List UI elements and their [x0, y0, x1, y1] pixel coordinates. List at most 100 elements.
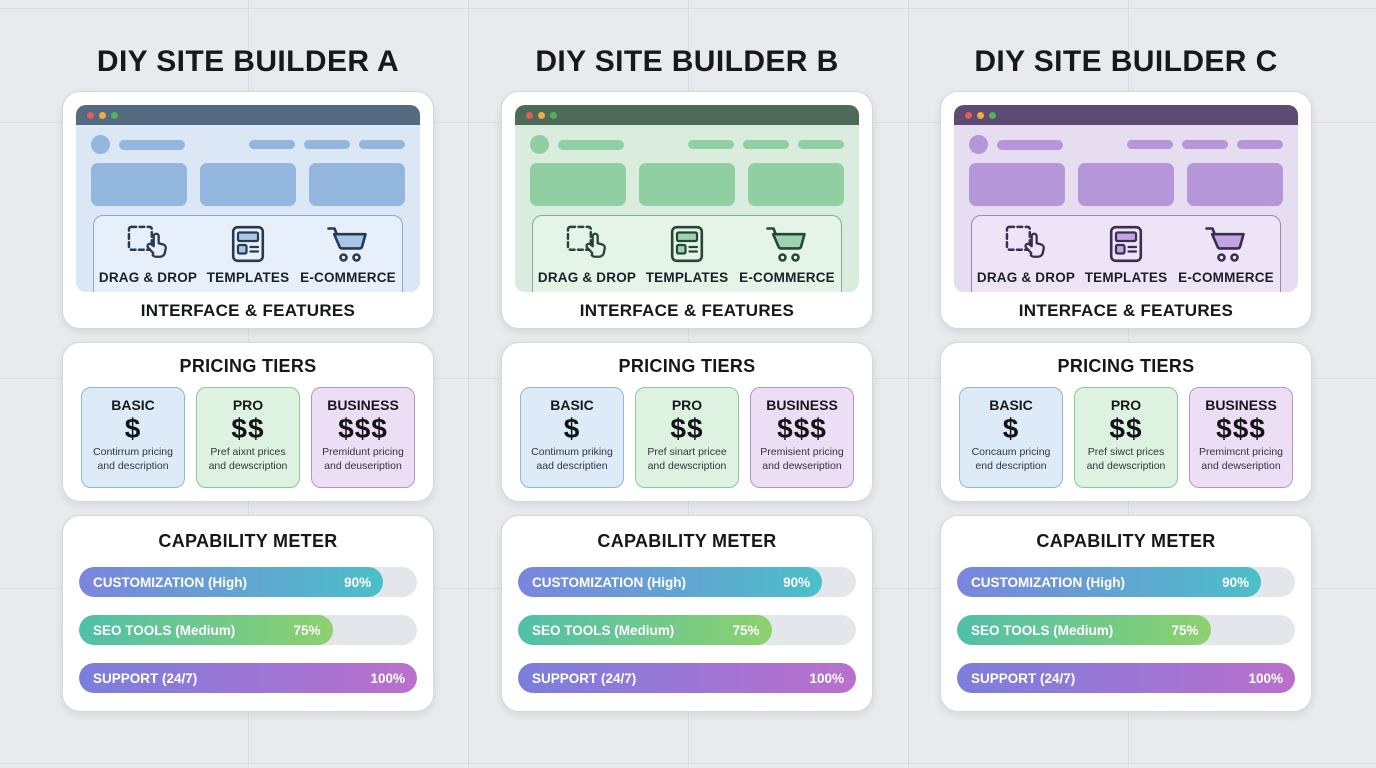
ecommerce-cart-icon — [1205, 227, 1245, 262]
browser-content: DRAG & DROP TEMPLATES — [515, 125, 859, 292]
tier-description: Pref siwct prices and dewscription — [1086, 446, 1166, 473]
capability-card: CAPABILITY METER CUSTOMIZATION (High) 90… — [940, 515, 1312, 712]
meter-fill: SEO TOOLS (Medium) 75% — [957, 615, 1211, 645]
interface-caption: INTERFACE & FEATURES — [140, 301, 356, 320]
feature-item-ecommerce: E-COMMERCE — [298, 224, 398, 292]
meter-label: CUSTOMIZATION (High) — [532, 574, 686, 590]
nav-pill — [743, 140, 789, 149]
meter-fill: SUPPORT (24/7) 100% — [79, 663, 417, 693]
tier-price: $ — [563, 413, 581, 444]
pricing-tier-basic: BASIC $ Contirrum pricing and descriptio… — [81, 387, 185, 488]
feature-label: DRAG & DROP — [537, 270, 637, 285]
meter-percent: 100% — [370, 670, 405, 686]
content-blocks — [530, 163, 844, 206]
feature-item-templates: TEMPLATES — [198, 224, 298, 292]
capability-bar-support: SUPPORT (24/7) 100% — [957, 663, 1295, 693]
tier-price: $$$ — [777, 413, 827, 444]
tier-name: BASIC — [989, 397, 1033, 413]
nav-pill — [1127, 140, 1173, 149]
builder-title: DIY SITE BUILDER B — [535, 45, 839, 78]
meter-percent: 90% — [1222, 574, 1250, 590]
capability-title: CAPABILITY METER — [1036, 531, 1216, 551]
pricing-card: PRICING TIERS BASIC $ Concaum pricing en… — [940, 342, 1312, 502]
pricing-card: PRICING TIERS BASIC $ Contimum priking a… — [501, 342, 873, 502]
tier-price: $ — [1002, 413, 1020, 444]
capability-card: CAPABILITY METER CUSTOMIZATION (High) 90… — [501, 515, 873, 712]
content-block-placeholder — [748, 163, 844, 206]
feature-label: E-COMMERCE — [1178, 270, 1274, 285]
meter-percent: 100% — [809, 670, 844, 686]
builder-comparison: DIY SITE BUILDER A — [62, 0, 1312, 725]
tier-name: PRO — [232, 397, 264, 413]
content-block-placeholder — [309, 163, 405, 206]
tier-name: PRO — [1110, 397, 1142, 413]
capability-card: CAPABILITY METER CUSTOMIZATION (High) 90… — [62, 515, 434, 712]
meter-label: SEO TOOLS (Medium) — [93, 622, 236, 638]
capability-title: CAPABILITY METER — [158, 531, 338, 551]
feature-item-drag-drop: DRAG & DROP — [98, 224, 198, 292]
feature-label: E-COMMERCE — [739, 270, 835, 285]
nav-pill — [798, 140, 844, 149]
pricing-tier-pro: PRO $$ Pref sinart pricee and dewscripti… — [635, 387, 739, 488]
tier-name: BASIC — [550, 397, 594, 413]
window-dot-yellow-icon — [538, 111, 545, 119]
meter-label: SUPPORT (24/7) — [93, 670, 198, 686]
feature-item-templates: TEMPLATES — [1076, 224, 1176, 292]
templates-icon — [231, 225, 265, 263]
tier-description: Concaum pricing end description — [971, 446, 1051, 473]
window-dot-yellow-icon — [977, 111, 984, 119]
capability-bar-customization: CUSTOMIZATION (High) 90% — [957, 567, 1295, 597]
tier-price: $$ — [1109, 413, 1143, 444]
browser-content: DRAG & DROP TEMPLATES — [954, 125, 1298, 292]
browser-nav — [91, 135, 405, 154]
avatar-placeholder — [530, 135, 549, 154]
tier-price: $$$ — [338, 413, 388, 444]
content-block-placeholder — [639, 163, 735, 206]
feature-label: TEMPLATES — [206, 270, 290, 285]
meter-label: SUPPORT (24/7) — [532, 670, 637, 686]
pricing-tiers: BASIC $ Concaum pricing end description … — [941, 387, 1311, 488]
interface-caption: INTERFACE & FEATURES — [579, 301, 795, 320]
tier-name: BUSINESS — [327, 397, 399, 413]
capability-bar-seo-tools: SEO TOOLS (Medium) 75% — [79, 615, 417, 645]
meter-fill: CUSTOMIZATION (High) 90% — [79, 567, 384, 597]
interface-card: DRAG & DROP TEMPLATES — [501, 91, 873, 329]
tier-description: Premisient pricing and dewseription — [760, 446, 844, 473]
tier-name: BASIC — [111, 397, 155, 413]
content-block-placeholder — [530, 163, 626, 206]
pricing-tier-business: BUSINESS $$$ Premidunt pricing and deuse… — [311, 387, 415, 488]
meter-percent: 90% — [783, 574, 811, 590]
meter-fill: SUPPORT (24/7) 100% — [957, 663, 1295, 693]
tier-price: $$ — [231, 413, 265, 444]
window-dot-green-icon — [989, 111, 996, 119]
templates-icon — [1109, 225, 1143, 263]
nav-pill — [1182, 140, 1228, 149]
feature-label: TEMPLATES — [1084, 270, 1168, 285]
capability-bar-customization: CUSTOMIZATION (High) 90% — [518, 567, 856, 597]
content-block-placeholder — [969, 163, 1065, 206]
meter-fill: SUPPORT (24/7) 100% — [518, 663, 856, 693]
tier-name: PRO — [671, 397, 703, 413]
builder-title: DIY SITE BUILDER C — [974, 45, 1278, 78]
browser-mockup: DRAG & DROP TEMPLATES — [515, 105, 859, 292]
content-blocks — [969, 163, 1283, 206]
meter-fill: SEO TOOLS (Medium) 75% — [518, 615, 772, 645]
pricing-card: PRICING TIERS BASIC $ Contirrum pricing … — [62, 342, 434, 502]
tier-price: $$$ — [1216, 413, 1266, 444]
meter-fill: CUSTOMIZATION (High) 90% — [957, 567, 1262, 597]
tier-description: Contirrum pricing and description — [93, 446, 173, 473]
builder-column-c: DIY SITE BUILDER C — [940, 0, 1312, 725]
drag-drop-icon — [566, 225, 606, 258]
tier-description: Premimcnt pricing and dewseription — [1198, 446, 1284, 473]
grid-line-vertical — [468, 0, 469, 768]
window-dot-red-icon — [526, 111, 533, 119]
pricing-tier-pro: PRO $$ Pref siwct prices and dewscriptio… — [1074, 387, 1178, 488]
meter-percent: 75% — [732, 622, 760, 638]
feature-strip: DRAG & DROP TEMPLATES — [532, 215, 842, 292]
capability-bar-customization: CUSTOMIZATION (High) 90% — [79, 567, 417, 597]
nav-pill — [304, 140, 350, 149]
builder-column-a: DIY SITE BUILDER A — [62, 0, 434, 725]
capability-bar-support: SUPPORT (24/7) 100% — [79, 663, 417, 693]
browser-titlebar — [954, 105, 1298, 125]
feature-label: DRAG & DROP — [98, 270, 198, 285]
